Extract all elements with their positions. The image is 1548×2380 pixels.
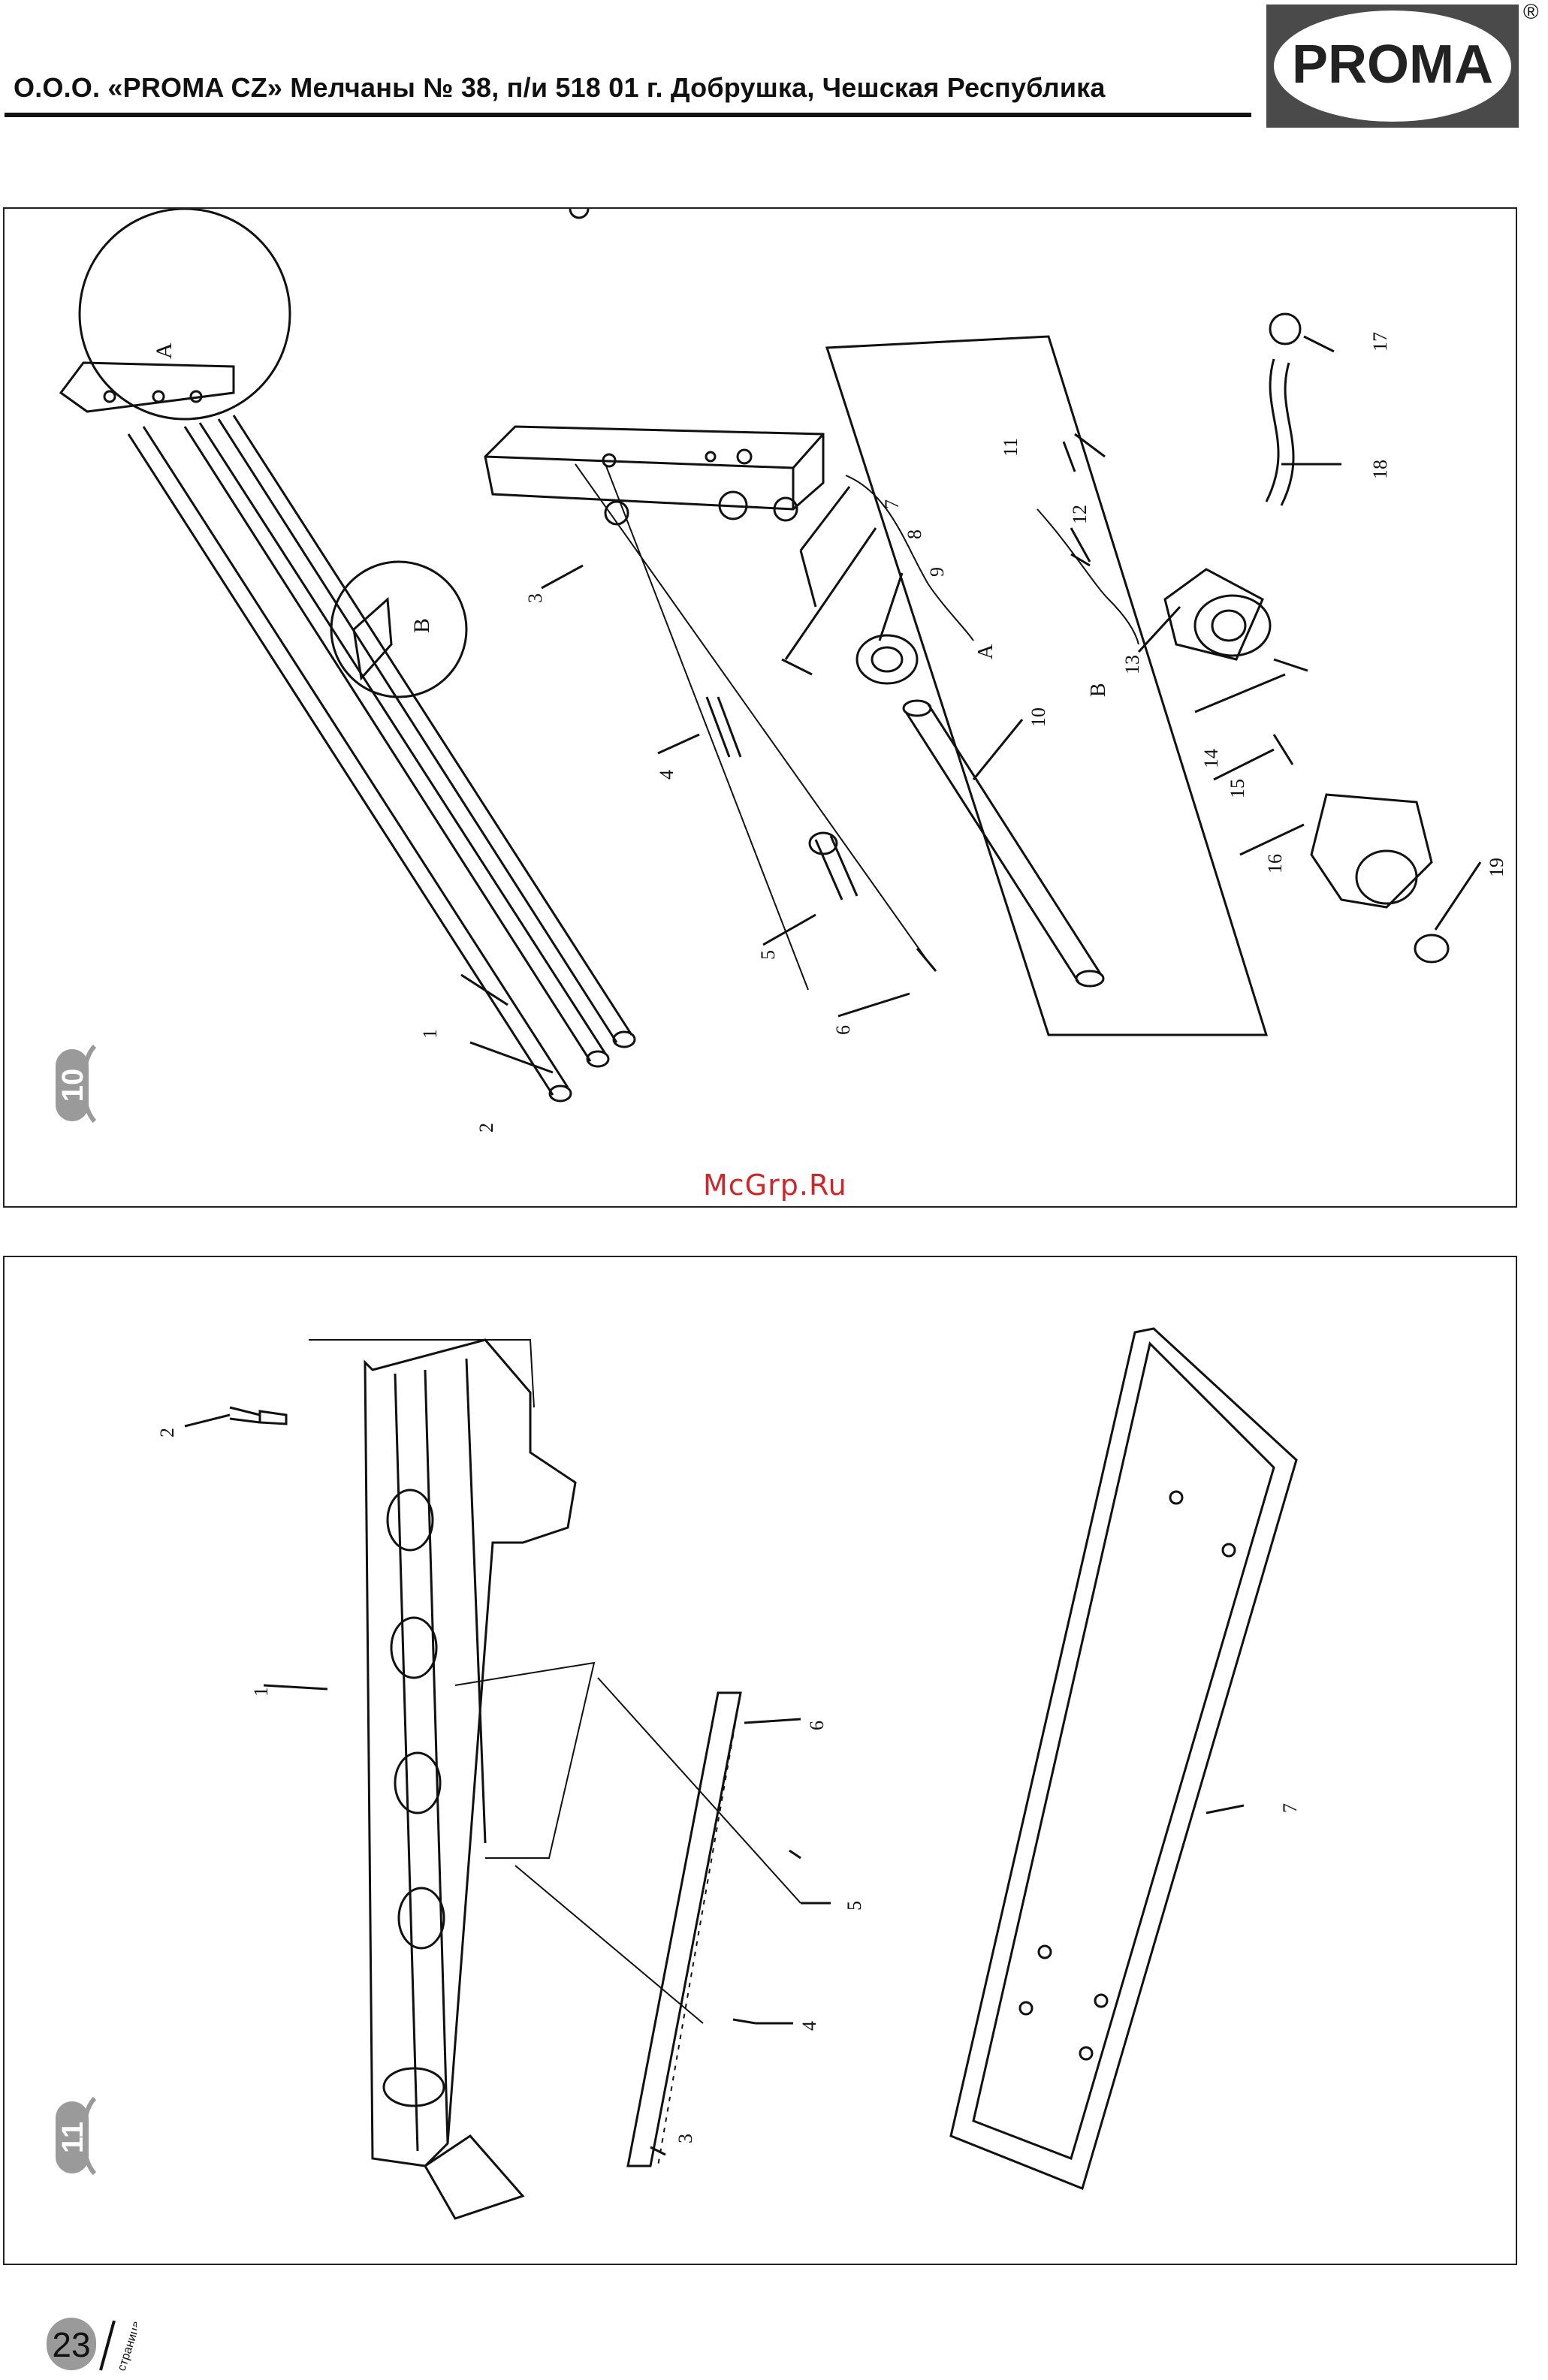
part-label: 4	[656, 770, 677, 780]
cylinder-13	[1195, 596, 1270, 656]
figure-10-panel: A B	[3, 207, 1517, 1208]
part-label: 7	[1279, 1803, 1301, 1813]
part-label: 15	[1227, 779, 1248, 798]
page-number: 23	[52, 2325, 90, 2364]
figure-10-badge: 10	[50, 1039, 102, 1129]
pin-7	[801, 551, 816, 607]
handle-18	[1266, 359, 1293, 505]
detail-circle-a	[80, 209, 290, 419]
part-label: 14	[1200, 749, 1222, 768]
figure-10-drawing: A B	[5, 209, 1516, 1206]
part-label: 11	[1000, 438, 1021, 457]
pin-4	[707, 697, 741, 757]
rack-3	[628, 1693, 741, 2166]
proma-logo: PROMA	[1265, 3, 1520, 129]
rod-1	[128, 427, 568, 1095]
detail-a-block	[61, 363, 234, 412]
part-label: 11	[56, 2122, 89, 2153]
detail-b-label: B	[409, 618, 434, 633]
part-label: A	[974, 644, 997, 659]
part-label: 18	[1369, 460, 1391, 479]
page-word: страница	[116, 2319, 137, 2372]
registered-mark: ®	[1523, 0, 1539, 24]
part-label: 5	[843, 1901, 865, 1911]
part-label: 3	[674, 2134, 696, 2143]
part-label: 1	[250, 1687, 272, 1697]
key-11	[1075, 434, 1105, 457]
retaining-ring-19	[1415, 935, 1448, 962]
part-label: 2	[156, 1428, 178, 1437]
pin-4	[733, 2020, 756, 2023]
figure-11-badge: 11	[50, 2091, 102, 2181]
part-label: 10	[1027, 707, 1049, 727]
screw-2	[230, 1407, 260, 1422]
part-label: 1	[419, 1029, 441, 1039]
part-label: 9	[926, 567, 948, 577]
part-label: 4	[798, 2021, 820, 2031]
shaft-10	[906, 704, 1101, 982]
figure-11-panel: 1 2 3 4 5 6 7 11	[3, 1256, 1517, 2265]
spring-8	[782, 659, 812, 674]
part-label: 6	[832, 1025, 854, 1035]
part-label: 10	[56, 1069, 89, 1103]
figure-11-drawing: 1 2 3 4 5 6 7	[5, 1257, 1516, 2264]
spring-14	[1274, 659, 1308, 671]
company-address: О.О.О. «PROMA CZ» Мелчаны № 38, п/и 518 …	[14, 72, 1106, 104]
part-label: 12	[1069, 505, 1091, 524]
part-label: 7	[881, 499, 903, 509]
header-divider	[5, 113, 1251, 117]
part-label: 13	[1121, 655, 1143, 674]
page-number-badge: 23 страница	[47, 2313, 137, 2373]
collar-9	[857, 635, 917, 683]
part-label: 2	[475, 1123, 497, 1133]
part-label: 5	[757, 950, 779, 960]
pin-6	[917, 949, 936, 971]
part-label: 16	[1264, 854, 1286, 873]
mounting-plate	[827, 336, 1266, 1035]
watermark: McGrp.Ru	[703, 1169, 847, 1202]
part-label: 19	[1486, 858, 1507, 877]
screw-5	[789, 1851, 801, 1858]
part-label: 6	[806, 1721, 828, 1730]
knob-17	[1270, 314, 1300, 344]
part-label: 8	[904, 529, 925, 539]
part-label: B	[1087, 683, 1110, 697]
part-label: 17	[1369, 332, 1391, 351]
detail-circle-b	[331, 562, 466, 697]
screw-15	[1274, 735, 1293, 765]
detail-a-label: A	[152, 342, 177, 359]
part-label: 3	[524, 593, 546, 603]
logo-text: PROMA	[1292, 35, 1493, 95]
